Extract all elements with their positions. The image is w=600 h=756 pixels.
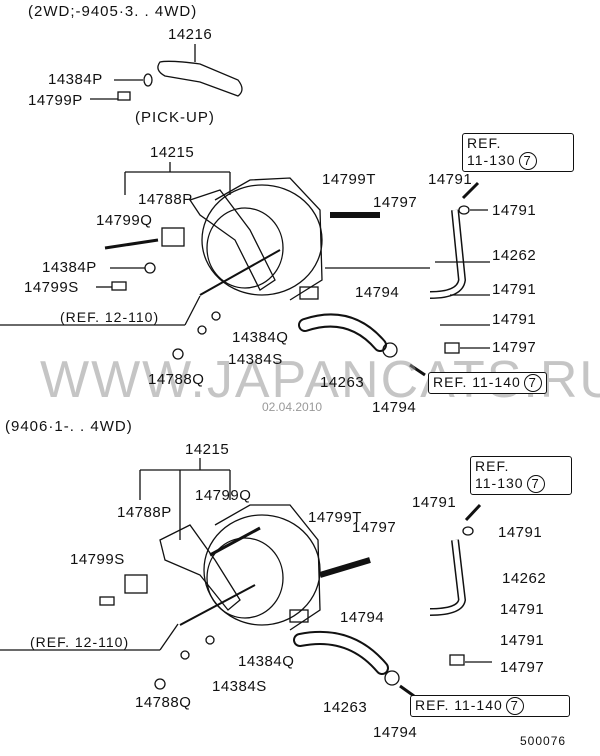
part-label[interactable]: 14794 [340, 609, 385, 626]
part-label[interactable]: 14797 [373, 194, 418, 211]
part-label[interactable]: 14794 [372, 399, 417, 416]
diagram-code: 500076 [520, 734, 567, 748]
part-label[interactable]: 14263 [320, 374, 365, 391]
part-label[interactable]: 14216 [168, 26, 213, 43]
part-label[interactable]: 14797 [492, 339, 537, 356]
part-label[interactable]: 14384Q [232, 329, 289, 346]
part-label[interactable]: 14799S [70, 551, 125, 568]
part-label[interactable]: 14263 [323, 699, 368, 716]
part-label[interactable]: 14384S [212, 678, 267, 695]
part-label[interactable]: 14791 [498, 524, 543, 541]
top-caption: (2WD;-9405·3. . 4WD) [28, 3, 198, 20]
bottom-caption: (9406·1-. . 4WD) [5, 418, 133, 435]
ref-12-110-link[interactable]: (REF. 12-110) [60, 309, 160, 325]
alternator-top [188, 177, 323, 301]
part-label[interactable]: 14788Q [148, 371, 205, 388]
part-label[interactable]: 14797 [500, 659, 545, 676]
part-label[interactable]: 14799S [24, 279, 79, 296]
part-label[interactable]: 14791 [500, 632, 545, 649]
part-label[interactable]: 14799T [308, 509, 362, 526]
ref-text: REF. 11-140 [433, 374, 521, 390]
part-label[interactable]: 14384P [42, 259, 97, 276]
part-label[interactable]: 14788P [117, 504, 172, 521]
ref-number-circle: 7 [523, 374, 542, 392]
date-stamp: 02.04.2010 [262, 400, 323, 414]
part-label[interactable]: 14794 [355, 284, 400, 301]
ref-line2: 11-130 [475, 475, 524, 491]
part-label[interactable]: 14799P [28, 92, 83, 109]
ref-number-circle: 7 [526, 475, 545, 493]
part-label[interactable]: 14799Q [96, 212, 153, 229]
part-label[interactable]: 14788P [138, 191, 193, 208]
part-label[interactable]: 14791 [500, 601, 545, 618]
part-label[interactable]: 14799Q [195, 487, 252, 504]
ref-line2: 11-130 [467, 152, 516, 168]
ref-text: REF. 11-140 [415, 697, 503, 713]
ref-line1: REF. [467, 135, 502, 151]
bolt [117, 91, 131, 101]
ref-number-circle: 7 [518, 152, 537, 170]
part-label[interactable]: 14262 [502, 570, 547, 587]
pickup-caption: (PICK-UP) [135, 109, 215, 126]
ref-12-110-link[interactable]: (REF. 12-110) [30, 634, 130, 650]
part-label[interactable]: 14791 [492, 202, 537, 219]
part-label[interactable]: 14384S [228, 351, 283, 368]
part-label[interactable]: 14384P [48, 71, 103, 88]
ref-line1: REF. [475, 458, 510, 474]
washer [143, 73, 153, 87]
alternator-bottom [159, 504, 321, 631]
part-label[interactable]: 14797 [352, 519, 397, 536]
part-label[interactable]: 14215 [185, 441, 230, 458]
part-label[interactable]: 14791 [492, 281, 537, 298]
part-label[interactable]: 14799T [322, 171, 376, 188]
part-label[interactable]: 14791 [412, 494, 457, 511]
part-label[interactable]: 14262 [492, 247, 537, 264]
part-label[interactable]: 14788Q [135, 694, 192, 711]
part-label[interactable]: 14794 [373, 724, 418, 741]
ref-number-circle: 7 [505, 697, 524, 715]
part-label[interactable]: 14384Q [238, 653, 295, 670]
part-label[interactable]: 14791 [492, 311, 537, 328]
part-label[interactable]: 14215 [150, 144, 195, 161]
part-label[interactable]: 14791 [428, 171, 473, 188]
bracket-14216 [157, 60, 243, 97]
